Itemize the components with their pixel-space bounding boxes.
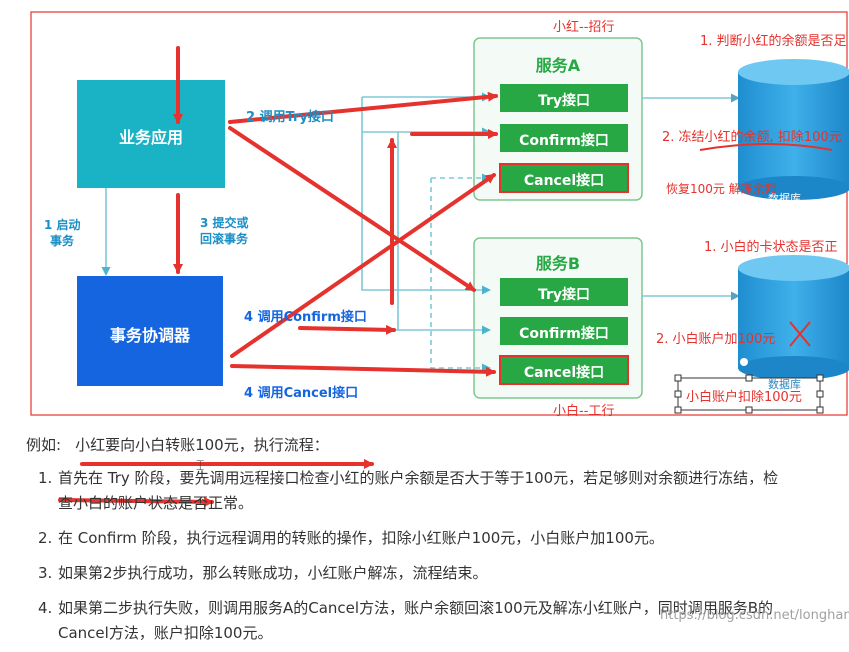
service-b-cancel-label: Cancel接口 <box>523 365 605 381</box>
database-a-label: 数据库 <box>768 192 801 205</box>
explanation-text: 例如: 小红要向小白转账100元，执行流程： ⌶ 1. 首先在 Try 阶段，要先… <box>0 420 849 652</box>
annotation-check-b: 1. 小白的卡状态是否正 <box>704 240 838 255</box>
step-text-line1: 在 Confirm 阶段，执行远程调用的转账的操作，扣除小红账户100元，小白账… <box>58 529 664 547</box>
service-a-title: 服务A <box>535 56 581 75</box>
annotation-add-b: 2. 小白账户加100元 <box>656 332 776 347</box>
step-number: 4. <box>38 599 53 617</box>
service-a-confirm-box <box>500 124 628 152</box>
service-b-confirm-box <box>500 317 628 345</box>
intro-line: 例如: 小红要向小白转账100元，执行流程： <box>26 434 329 455</box>
coordinator-label: 事务协调器 <box>109 326 190 345</box>
step-text-line1: 如果第2步执行成功，那么转账成功，小红账户解冻，流程结束。 <box>58 564 488 582</box>
service-b-confirm-label: Confirm接口 <box>519 326 609 342</box>
step-1-label-line2: 事务 <box>50 234 75 248</box>
intro-text: 小红要向小白转账100元，执行流程： <box>75 436 329 454</box>
annotation-marks <box>699 143 833 347</box>
step-3-label-line2: 回滚事务 <box>200 232 249 246</box>
business-app-label: 业务应用 <box>118 128 183 147</box>
service-a-cancel-label: Cancel接口 <box>523 173 605 189</box>
annotation-restore-a: 恢复100元 解冻余额 <box>666 182 777 196</box>
list-item: 3. 如果第2步执行成功，那么转账成功，小红账户解冻，流程结束。 <box>0 561 810 586</box>
service-a-cancel-box <box>499 163 629 193</box>
watermark: https://blog.csdn.net/longhana <box>660 608 849 623</box>
annotation-check-a: 1. 判断小红的余额是否足 <box>700 34 847 49</box>
annotation-arrows <box>58 46 498 464</box>
service-a-try-label: Try接口 <box>537 93 591 109</box>
list-item: 2. 在 Confirm 阶段，执行远程调用的转账的操作，扣除小红账户100元，… <box>0 526 810 551</box>
text-annotation-arrows: ⌶ <box>58 458 374 507</box>
steps-list: 1. 首先在 Try 阶段，要先调用远程接口检查小红的账户余额是否大于等于100… <box>0 466 810 646</box>
business-app-box <box>77 80 225 188</box>
step-1-label-line1: 1 启动 <box>44 218 81 232</box>
step-text-line1: 如果第二步执行失败，则调用服务A的Cancel方法，账户余额回滚100元及解冻小… <box>58 599 774 617</box>
step-number: 1. <box>38 469 53 487</box>
step-text-line1: 首先在 Try 阶段，要先调用远程接口检查小红的账户余额是否大于等于100元，若… <box>58 469 779 487</box>
step-3-label-line1: 3 提交或 <box>200 216 249 230</box>
step-4-confirm-label: 4 调用Confirm接口 <box>244 310 367 325</box>
step-text-line2: Cancel方法，账户扣除100元。 <box>58 624 273 642</box>
diagram-canvas <box>30 11 849 464</box>
step-2-label: 2 调用Try接口 <box>246 110 334 125</box>
selection-handles[interactable] <box>674 374 824 414</box>
step-number: 3. <box>38 564 53 582</box>
intro-prefix: 例如: <box>26 436 62 454</box>
service-b-try-label: Try接口 <box>537 287 591 303</box>
tcc-diagram: 业务应用 事务协调器 服务A Try接口 Confirm接口 Cancel接口 … <box>30 11 849 464</box>
coordinator-box <box>77 276 223 386</box>
database-a-icon <box>738 59 849 200</box>
service-a-confirm-label: Confirm接口 <box>519 133 609 149</box>
service-b-cancel-box <box>499 355 629 385</box>
service-b-title: 服务B <box>535 254 581 273</box>
list-item: 4. 如果第二步执行失败，则调用服务A的Cancel方法，账户余额回滚100元及… <box>0 596 810 646</box>
service-b-try-box <box>500 278 628 306</box>
list-item: 1. 首先在 Try 阶段，要先调用远程接口检查小红的账户余额是否大于等于100… <box>0 466 810 516</box>
annotation-deduct-b: 小白账户扣除100元 <box>686 390 802 405</box>
database-b-icon <box>738 255 849 380</box>
annotation-freeze-a: 2. 冻结小红的余额, 扣除100元 <box>662 130 842 145</box>
step-number: 2. <box>38 529 53 547</box>
step-text-line2: 查小白的账户状态是否正常。 <box>58 494 254 512</box>
service-a-try-box <box>500 84 628 112</box>
annotation-bank-a: 小红--招行 <box>553 20 615 35</box>
step-4-cancel-label: 4 调用Cancel接口 <box>244 386 359 401</box>
database-b-label: 数据库 <box>768 378 801 391</box>
svg-text:⌶: ⌶ <box>196 458 204 474</box>
service-a-container <box>473 37 643 201</box>
annotation-bank-b: 小白--工行 <box>553 404 615 419</box>
